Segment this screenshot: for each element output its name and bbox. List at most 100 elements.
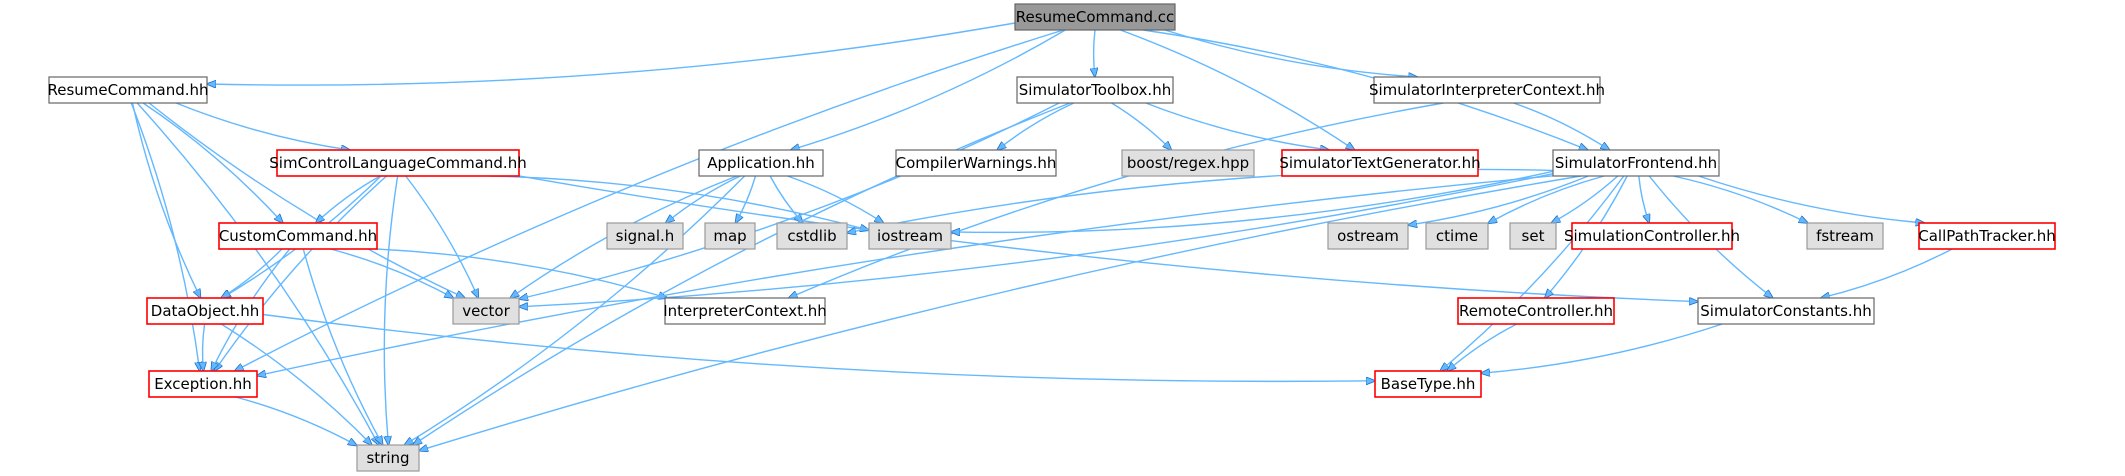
node-sim-frontend[interactable]: SimulatorFrontend.hh [1552, 149, 1720, 177]
edge-sim_frontend-to-string [419, 175, 1582, 451]
node-label: set [1522, 227, 1545, 245]
node-box [1457, 297, 1615, 325]
edge-custom_command-to-data_object [221, 248, 283, 298]
edge-application-to-string [404, 175, 746, 445]
edge-simcontrol_lang-to-vector [405, 175, 479, 298]
node-set[interactable]: set [1509, 222, 1557, 250]
node-label: map [713, 227, 746, 245]
node-vector[interactable]: vector [452, 297, 520, 325]
node-box [1327, 222, 1409, 250]
node-box [1918, 222, 2056, 250]
node-label: vector [462, 302, 510, 320]
node-label: SimulationController.hh [1564, 227, 1740, 245]
edge-resume_hh-to-vector [148, 102, 465, 298]
node-box [1373, 76, 1601, 104]
node-simcontrol-lang[interactable]: SimControlLanguageCommand.hh [269, 149, 527, 177]
node-simulation-controller[interactable]: SimulationController.hh [1564, 222, 1740, 250]
node-basetype[interactable]: BaseType.hh [1374, 370, 1482, 398]
node-label: ostream [1337, 227, 1399, 245]
node-box [895, 149, 1057, 177]
node-exception[interactable]: Exception.hh [148, 370, 258, 398]
edge-sim_frontend-to-exception [257, 175, 1554, 376]
node-box [48, 76, 208, 104]
node-box [776, 222, 848, 250]
node-resume-cc[interactable]: ResumeCommand.cc [1014, 3, 1176, 31]
node-label: SimulatorFrontend.hh [1555, 154, 1717, 172]
node-label: RemoteController.hh [1459, 302, 1613, 320]
edge-sim_frontend-to-iostream [951, 170, 1554, 232]
node-label: BaseType.hh [1381, 375, 1476, 393]
node-box [148, 370, 258, 398]
node-box [146, 297, 264, 325]
node-label: CompilerWarnings.hh [896, 154, 1057, 172]
node-map[interactable]: map [704, 222, 756, 250]
node-box [1121, 149, 1255, 177]
edge-application-to-iostream [787, 175, 884, 223]
node-string[interactable]: string [356, 444, 420, 472]
node-box [1509, 222, 1557, 250]
edge-sim_interp_ctx-to-interpreter_context [789, 102, 1444, 298]
node-label: CallPathTracker.hh [1918, 227, 2055, 245]
edge-remote_controller-to-basetype [1447, 323, 1518, 371]
edge-data_object-to-exception [203, 323, 205, 371]
edge-sim_frontend-to-set [1551, 175, 1619, 223]
node-callpath-tracker[interactable]: CallPathTracker.hh [1918, 222, 2056, 250]
node-label: SimulatorToolbox.hh [1019, 81, 1171, 99]
node-label: DataObject.hh [151, 302, 259, 320]
edge-simcontrol_lang-to-exception [215, 175, 387, 371]
edge-sim_frontend-to-ctime [1488, 175, 1605, 223]
node-box [1552, 149, 1720, 177]
node-compiler-warnings[interactable]: CompilerWarnings.hh [895, 149, 1057, 177]
edge-resume_hh-to-simcontrol_lang [175, 102, 350, 150]
node-box [1806, 222, 1884, 250]
edge-application-to-map [736, 175, 757, 223]
edge-sim_toolbox-to-string [413, 102, 1071, 445]
node-sim-text-gen[interactable]: SimulatorTextGenerator.hh [1279, 149, 1481, 177]
node-label: ResumeCommand.cc [1016, 8, 1175, 26]
node-label: string [366, 449, 409, 467]
edge-sim_toolbox-to-vector [519, 102, 1060, 299]
edge-sim_toolbox-to-boost_regex [1111, 102, 1172, 150]
node-simulator-constants[interactable]: SimulatorConstants.hh [1697, 297, 1875, 325]
edge-data_object-to-basetype [262, 313, 1375, 382]
node-data-object[interactable]: DataObject.hh [146, 297, 264, 325]
edge-exception-to-string [235, 396, 358, 446]
edge-resume_cc-to-sim_interp_ctx [1164, 29, 1417, 77]
node-label: boost/regex.hpp [1127, 154, 1249, 172]
edge-resume_cc-to-sim_text_gen [1120, 29, 1354, 150]
node-label: iostream [877, 227, 943, 245]
node-box [606, 222, 684, 250]
edge-data_object-to-string [220, 323, 372, 445]
node-iostream[interactable]: iostream [868, 222, 952, 250]
node-sim-toolbox[interactable]: SimulatorToolbox.hh [1016, 76, 1174, 104]
node-remote-controller[interactable]: RemoteController.hh [1457, 297, 1615, 325]
node-cstdlib[interactable]: cstdlib [776, 222, 848, 250]
node-application[interactable]: Application.hh [698, 149, 824, 177]
edge-callpath_tracker-to-simulator_constants [1821, 248, 1953, 298]
edge-simulator_constants-to-basetype [1481, 323, 1723, 373]
node-custom-command[interactable]: CustomCommand.hh [218, 222, 378, 250]
node-label: CustomCommand.hh [219, 227, 377, 245]
node-label: cstdlib [787, 227, 836, 245]
node-box [664, 297, 826, 325]
node-label: Application.hh [707, 154, 815, 172]
edge-resume_cc-to-application [791, 29, 1066, 150]
node-label: ctime [1436, 227, 1478, 245]
edge-resume_cc-to-sim_toolbox [1094, 29, 1095, 77]
node-box [356, 444, 420, 472]
edge-application-to-cstdlib [769, 175, 803, 223]
node-ostream[interactable]: ostream [1327, 222, 1409, 250]
node-box [452, 297, 520, 325]
node-label: SimulatorTextGenerator.hh [1279, 154, 1480, 172]
node-box [218, 222, 378, 250]
node-box [704, 222, 756, 250]
node-interpreter-context[interactable]: InterpreterContext.hh [663, 297, 827, 325]
node-signal-h[interactable]: signal.h [606, 222, 684, 250]
node-resume-hh[interactable]: ResumeCommand.hh [47, 76, 209, 104]
node-ctime[interactable]: ctime [1425, 222, 1489, 250]
node-sim-interp-ctx[interactable]: SimulatorInterpreterContext.hh [1369, 76, 1605, 104]
node-fstream[interactable]: fstream [1806, 222, 1884, 250]
node-boost-regex[interactable]: boost/regex.hpp [1121, 149, 1255, 177]
node-box [1014, 3, 1176, 31]
